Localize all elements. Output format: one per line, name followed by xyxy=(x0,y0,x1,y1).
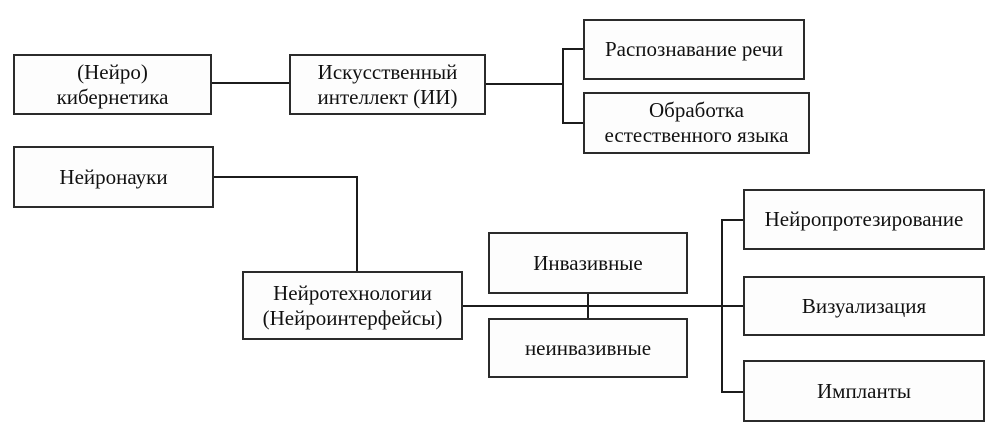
connector-neuroscience-horizontal xyxy=(214,176,358,178)
connector-bracket-to-neuroprosthetics xyxy=(721,219,743,221)
node-neuroprosthetics: Нейропротезирование xyxy=(743,189,985,250)
connector-neurotech-horizontal xyxy=(463,305,743,307)
connector-cybernetics-ai xyxy=(212,82,289,84)
node-noninvasive: неинвазивные xyxy=(488,318,688,378)
connector-neuroscience-vertical xyxy=(356,176,358,271)
connector-ai-bracket-vertical xyxy=(562,48,564,124)
node-invasive: Инвазивные xyxy=(488,232,688,294)
node-natural-language-processing: Обработка естественного языка xyxy=(583,92,810,154)
connector-ai-to-bracket xyxy=(486,83,564,85)
node-neuroscience: Нейронауки xyxy=(13,146,214,208)
connector-bracket-to-speech xyxy=(562,48,583,50)
node-speech-recognition: Распознавание речи xyxy=(583,19,805,80)
connector-invasive-noninvasive xyxy=(587,294,589,318)
node-neuro-cybernetics: (Нейро) кибернетика xyxy=(13,54,212,115)
node-artificial-intelligence: Искусственный интеллект (ИИ) xyxy=(289,54,486,115)
connector-bracket-to-nlp xyxy=(562,122,583,124)
node-visualization: Визуализация xyxy=(743,276,985,336)
node-implants: Импланты xyxy=(743,360,985,422)
node-neurotechnologies: Нейротехнологии (Нейроинтерфейсы) xyxy=(242,271,463,340)
connector-bracket-to-implants xyxy=(721,391,743,393)
connector-right-bracket-vertical xyxy=(721,219,723,393)
